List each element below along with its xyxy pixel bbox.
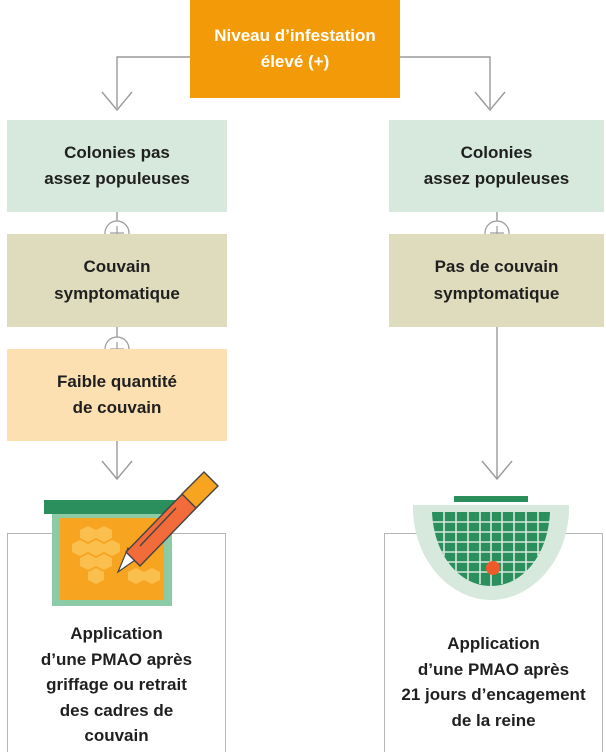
- right-box-colonies: Colonies assez populeuses: [389, 120, 604, 212]
- right-box-no-brood: Pas de couvain symptomatique: [389, 234, 604, 327]
- connector-top-left: [116, 56, 190, 108]
- left-box-low-brood: Faible quantité de couvain: [7, 349, 227, 441]
- frame-cutter-icon: [44, 471, 219, 606]
- left-outcome-text: Application d’une PMAO après griffage ou…: [40, 624, 193, 745]
- infestation-level-label: Niveau d’infestation élevé (+): [214, 25, 376, 71]
- left-box-colonies: Colonies pas assez populeuses: [7, 120, 227, 212]
- arrow-left-1: [101, 91, 133, 112]
- queen-cage-icon: [413, 496, 569, 600]
- right-box-no-brood-label: Pas de couvain symptomatique: [433, 257, 560, 303]
- arrow-right-2: [481, 460, 513, 481]
- connector-top-right: [400, 56, 491, 108]
- left-box-colonies-label: Colonies pas assez populeuses: [44, 142, 190, 188]
- infestation-level-box: Niveau d’infestation élevé (+): [190, 0, 400, 98]
- left-box-low-brood-label: Faible quantité de couvain: [57, 371, 177, 417]
- left-outcome-frame: Application d’une PMAO après griffage ou…: [7, 533, 226, 752]
- right-outcome-frame: Application d’une PMAO après 21 jours d’…: [384, 533, 603, 752]
- right-box-colonies-label: Colonies assez populeuses: [423, 142, 570, 188]
- arrow-right-1: [474, 91, 506, 112]
- left-box-brood: Couvain symptomatique: [7, 234, 227, 327]
- arrow-left-2: [101, 460, 133, 481]
- right-outcome-text: Application d’une PMAO après 21 jours d’…: [401, 634, 586, 730]
- left-box-brood-label: Couvain symptomatique: [54, 257, 180, 303]
